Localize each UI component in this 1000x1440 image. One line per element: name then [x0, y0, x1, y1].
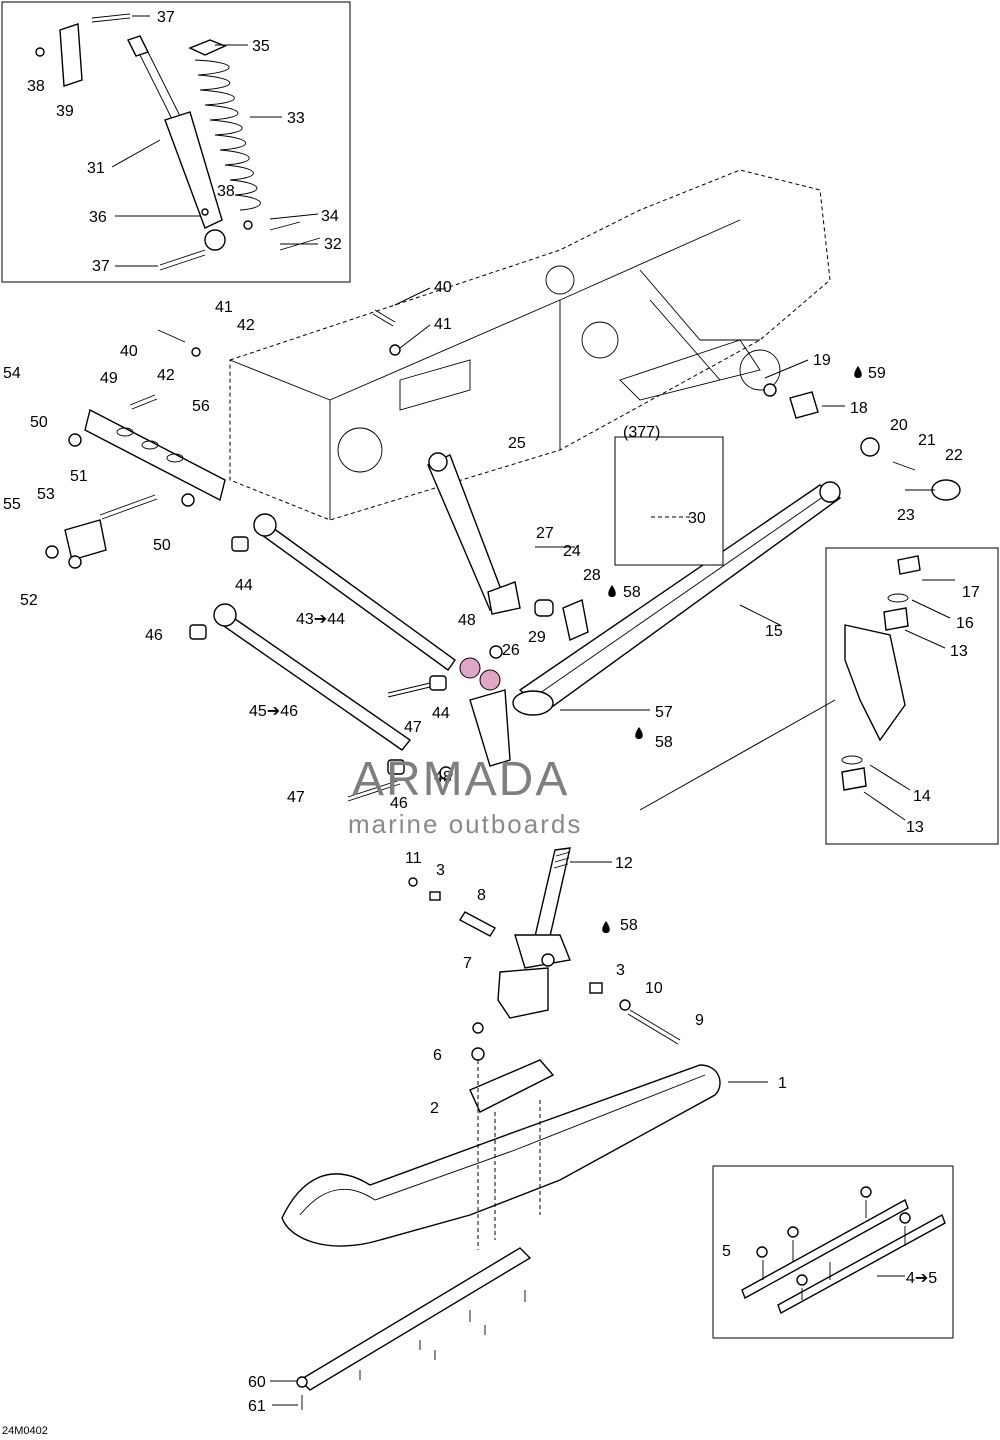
callout-58: 58: [620, 917, 638, 934]
callout-53: 53: [37, 486, 55, 503]
callout-3: 3: [436, 862, 445, 879]
callout-38: 38: [27, 78, 45, 95]
callout-58: 58: [655, 734, 673, 751]
callout-28: 28: [583, 567, 601, 584]
callout-labels: 1 2 3 3 4➔5 5 6 7 8 9 10 11 12 13 13 14 …: [3, 9, 980, 1415]
callout-14: 14: [913, 788, 931, 805]
callout-16: 16: [956, 615, 974, 632]
callout-60: 60: [248, 1374, 266, 1391]
callout-42: 42: [237, 317, 255, 334]
callout-35: 35: [252, 38, 270, 55]
callout-58: 58: [623, 584, 641, 601]
callout-43-to-44: 43➔44: [296, 611, 345, 628]
callout-47: 47: [404, 719, 422, 736]
callout-57: 57: [655, 704, 673, 721]
callout-59: 59: [868, 365, 886, 382]
callout-45-to-46: 45➔46: [249, 703, 298, 720]
grease-drop-icon: [854, 366, 862, 378]
callout-56: 56: [192, 398, 210, 415]
callout-38: 38: [217, 183, 235, 200]
callout-23: 23: [897, 507, 915, 524]
callout-54: 54: [3, 365, 21, 382]
callout-20: 20: [890, 417, 908, 434]
grease-drop-icon: [635, 727, 643, 739]
callout-34: 34: [321, 208, 339, 225]
callout-46: 46: [145, 627, 163, 644]
steering-arm-linkage: [427, 436, 724, 767]
watermark-brand: ARMADA: [352, 753, 569, 806]
callout-17: 17: [962, 584, 980, 601]
watermark: ARMADA marine outboards: [348, 753, 582, 839]
callout-1: 1: [778, 1075, 787, 1092]
callout-4-to-5: 4➔5: [906, 1270, 937, 1287]
callout-21: 21: [918, 432, 936, 449]
callout-13: 13: [906, 819, 924, 836]
callout-40: 40: [120, 343, 138, 360]
grease-drop-icon: [608, 585, 616, 597]
grease-drop-icons: [602, 366, 862, 933]
callout-50: 50: [30, 414, 48, 431]
callout-11: 11: [405, 850, 422, 867]
radius-rods: [189, 513, 456, 775]
callout-377: (377): [623, 424, 660, 441]
ski: [281, 1022, 721, 1410]
runner-inset: [712, 1165, 954, 1339]
callout-9: 9: [695, 1012, 704, 1029]
callout-47: 47: [287, 789, 305, 806]
callout-51: 51: [70, 468, 88, 485]
callout-29: 29: [528, 629, 546, 646]
callout-48: 48: [434, 769, 452, 786]
callout-25: 25: [508, 435, 526, 452]
callout-44: 44: [432, 705, 450, 722]
callout-18: 18: [850, 400, 868, 417]
callout-41: 41: [434, 316, 452, 333]
callout-49: 49: [100, 370, 118, 387]
callout-2: 2: [430, 1100, 439, 1117]
callout-39: 39: [56, 103, 74, 120]
chassis-frame: [229, 169, 831, 521]
callout-55: 55: [3, 496, 21, 513]
callout-46: 46: [390, 795, 408, 812]
callout-40: 40: [434, 279, 452, 296]
callout-6: 6: [433, 1047, 442, 1064]
callout-30: 30: [688, 510, 706, 527]
watermark-tagline: marine outboards: [348, 809, 582, 839]
callout-15: 15: [765, 623, 783, 640]
callout-7: 7: [463, 955, 472, 972]
callout-61: 61: [248, 1398, 266, 1415]
callout-12: 12: [615, 855, 633, 872]
spindle: [408, 847, 681, 1045]
callout-19: 19: [813, 352, 831, 369]
callout-37: 37: [157, 9, 175, 26]
callout-24: 24: [563, 543, 581, 560]
drawing-code: 24M0402: [2, 1425, 48, 1437]
hardware-bolts: [129, 309, 961, 802]
callout-42: 42: [157, 367, 175, 384]
callout-26: 26: [502, 642, 520, 659]
callout-36: 36: [89, 209, 107, 226]
spindle-inset: [825, 547, 999, 845]
callout-8: 8: [477, 887, 486, 904]
shock-absorber-inset: [1, 1, 351, 283]
callout-32: 32: [324, 236, 342, 253]
callout-3: 3: [616, 962, 625, 979]
front-bracket: [45, 408, 226, 569]
callout-27: 27: [536, 525, 554, 542]
callout-48: 48: [458, 612, 476, 629]
callout-33: 33: [287, 110, 305, 127]
callout-37: 37: [92, 258, 110, 275]
callout-44: 44: [235, 577, 253, 594]
callout-50: 50: [153, 537, 171, 554]
callout-22: 22: [945, 447, 963, 464]
callout-52: 52: [20, 592, 38, 609]
callout-13: 13: [950, 643, 968, 660]
callout-41: 41: [215, 299, 233, 316]
callout-10: 10: [645, 980, 663, 997]
callout-31: 31: [87, 160, 105, 177]
grease-drop-icon: [602, 921, 610, 933]
leader-lines: [111, 15, 955, 1406]
callout-5: 5: [722, 1243, 731, 1260]
